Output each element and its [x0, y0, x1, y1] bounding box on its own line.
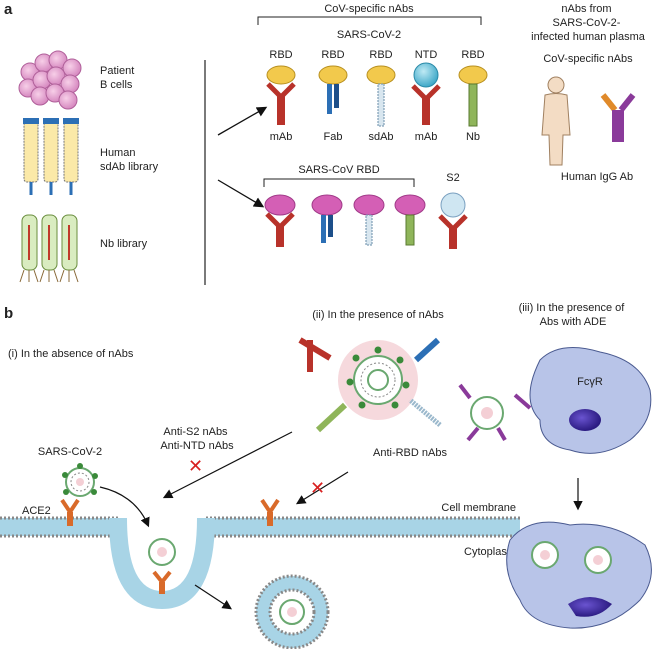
plasma-subtitle: CoV-specific nAbs — [543, 53, 633, 65]
panel-a-letter: a — [4, 1, 13, 18]
plasma-title-line2: SARS-CoV-2- — [553, 17, 621, 29]
target-label: RBD — [369, 49, 392, 61]
nab-nb-bound — [315, 402, 348, 433]
blocked-arrow-rbd — [295, 471, 349, 505]
nb-library-label: Nb library — [100, 238, 148, 250]
s2-mab — [438, 192, 468, 249]
nab-igg-bound — [298, 337, 332, 372]
absence-label: (i) In the absence of nAbs — [8, 348, 134, 360]
ace2-receptor — [60, 498, 80, 526]
b-cells-label-line2: B cells — [100, 79, 133, 91]
igg-label: Human IgG Ab — [561, 171, 633, 183]
target-label: RBD — [321, 49, 344, 61]
sdab-library-label-line1: Human — [100, 147, 135, 159]
sdab-library-illustration — [23, 118, 79, 195]
plasma-title-line1: nAbs from — [561, 3, 611, 15]
sars2-mab-rbd — [266, 65, 296, 125]
anti-s2-ntd-label-line1: Anti-S2 nAbs — [163, 426, 228, 438]
target-label: RBD — [461, 49, 484, 61]
ace2-label: ACE2 — [22, 505, 51, 517]
sdab-library-label: Human sdAb library — [100, 147, 159, 173]
format-label: Nb — [466, 131, 480, 143]
sars2-sdab-rbd — [366, 65, 396, 127]
ade-label-line1: (iii) In the presence of — [519, 302, 626, 314]
b-cells-label: Patient B cells — [100, 65, 137, 91]
nab-sdab-bound — [408, 398, 442, 427]
ade-label: (iii) In the presence of Abs with ADE — [519, 302, 628, 328]
macrophage-bottom — [506, 521, 652, 629]
sars2-mab-ntd — [411, 62, 441, 125]
format-label: mAb — [270, 131, 293, 143]
human-igg-antibody — [600, 93, 636, 142]
endosome-arrow — [194, 584, 233, 610]
membrane-label: Cell membrane — [441, 502, 516, 514]
entry-arrow — [99, 486, 150, 528]
anti-s2-ntd-label: Anti-S2 nAbs Anti-NTD nAbs — [160, 426, 234, 452]
nab-fab-bound — [413, 337, 441, 363]
plasma-title: nAbs from SARS-CoV-2- infected human pla… — [531, 3, 646, 43]
format-label: sdAb — [368, 131, 393, 143]
panel-b-letter: b — [4, 305, 13, 322]
sdab-library-label-line2: sdAb library — [100, 161, 159, 173]
cov-specific-title: CoV-specific nAbs — [324, 3, 414, 15]
sars2-fab-rbd — [318, 65, 348, 114]
cov-specific-bracket — [257, 16, 482, 25]
block-cross-icon: ✕ — [188, 456, 203, 476]
sars-rbd-fab — [311, 194, 343, 243]
anti-s2-ntd-label-line2: Anti-NTD nAbs — [160, 440, 234, 452]
sars-rbd-sdab — [353, 194, 385, 246]
nb-library-illustration — [19, 214, 79, 283]
b-cells-label-line1: Patient — [100, 65, 134, 77]
block-cross-icon: ✕ — [310, 478, 325, 498]
format-label: Fab — [324, 131, 343, 143]
blocked-arrow-s2-ntd — [162, 431, 293, 499]
arrow-to-sars-rbd-nabs — [217, 179, 265, 208]
presence-label: (ii) In the presence of nAbs — [312, 309, 444, 321]
sars2-title: SARS-CoV-2 — [337, 29, 401, 41]
cytoplasm-label: Cytoplasm — [464, 546, 516, 558]
neutralized-virus — [338, 340, 418, 420]
arrow-to-sars2-nabs — [217, 106, 268, 136]
sars-rbd-title: SARS-CoV RBD — [298, 164, 379, 176]
plasma-title-line3: infected human plasma — [531, 31, 646, 43]
anti-rbd-label: Anti-RBD nAbs — [373, 447, 447, 459]
target-label: RBD — [269, 49, 292, 61]
sars-rbd-bracket — [263, 178, 415, 187]
format-label: mAb — [415, 131, 438, 143]
endosome — [254, 574, 330, 649]
ace2-receptor — [260, 498, 280, 526]
b-cells-illustration — [18, 50, 82, 110]
sars2-nb-rbd — [458, 65, 488, 127]
virus-label: SARS-CoV-2 — [38, 446, 102, 458]
sars-rbd-mab — [264, 194, 296, 247]
ade-virus-complex — [458, 383, 532, 442]
cell-membrane — [0, 516, 520, 610]
human-figure-icon — [541, 76, 571, 166]
sars-rbd-nb — [394, 194, 426, 246]
macrophage-top — [529, 347, 652, 454]
target-label: NTD — [415, 49, 438, 61]
free-virus — [62, 463, 98, 497]
fcgr-label: FcγR — [577, 376, 603, 388]
virus-endocytosis — [148, 538, 176, 594]
s2-label: S2 — [446, 172, 459, 184]
ade-label-line2: Abs with ADE — [540, 316, 607, 328]
